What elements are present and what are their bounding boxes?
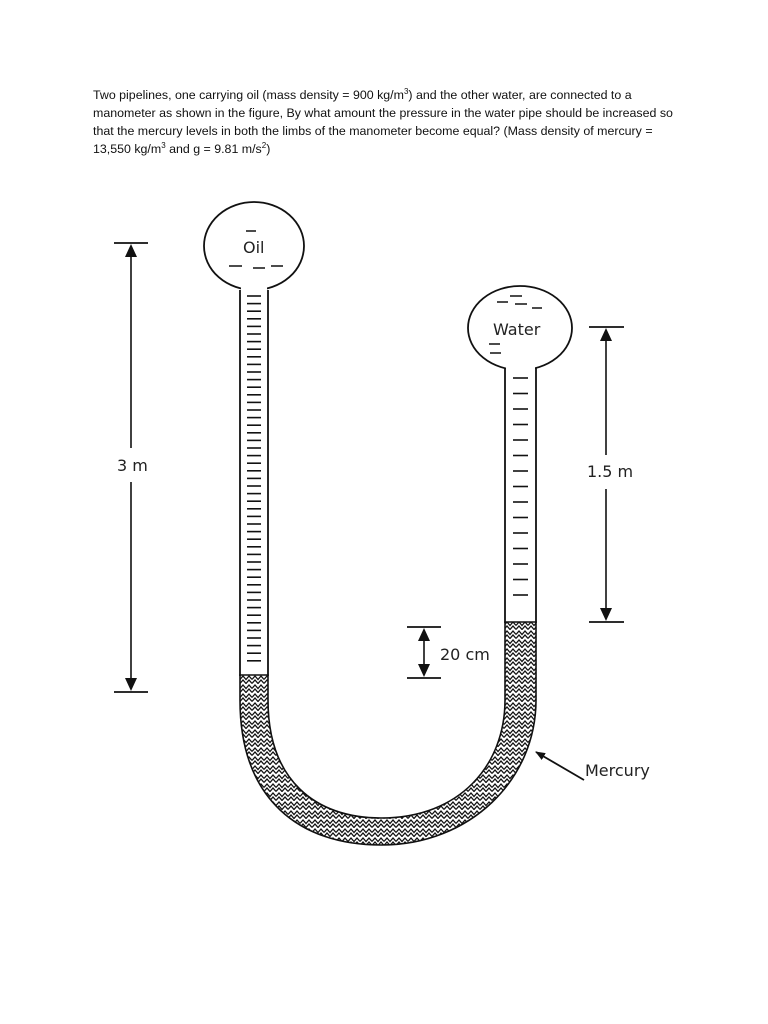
superscript-cubed-1: 3	[403, 86, 409, 96]
oil-label: Oil	[243, 238, 264, 257]
left-oil-ticks	[247, 295, 261, 662]
dimension-3m: 3 m	[114, 242, 148, 693]
dimension-20cm: 20 cm	[407, 626, 490, 679]
dimension-3m-label: 3 m	[117, 456, 148, 475]
superscript-cubed-2: 3	[161, 140, 166, 150]
mercury-pointer: Mercury	[535, 751, 650, 781]
dimension-1-5m-label: 1.5 m	[587, 462, 633, 481]
mercury-label: Mercury	[585, 761, 650, 780]
water-label: Water	[493, 320, 541, 339]
problem-text-part-2: ) and the other water, are connected to …	[93, 88, 673, 156]
right-water-ticks	[513, 377, 528, 596]
problem-text-part-4: )	[266, 142, 271, 156]
dimension-1-5m: 1.5 m	[587, 326, 633, 623]
problem-statement: Two pipelines, one carrying oil (mass de…	[93, 86, 683, 158]
dimension-20cm-label: 20 cm	[440, 645, 490, 664]
superscript-squared: 2	[261, 140, 267, 150]
oil-pipe: Oil	[203, 201, 305, 294]
right-tube	[504, 368, 537, 623]
mercury-column	[239, 621, 537, 846]
left-tube	[239, 290, 269, 676]
water-pipe: Water	[467, 285, 573, 372]
problem-text-part-3: and g = 9.81 m/s	[165, 142, 262, 156]
problem-text-part-1: Two pipelines, one carrying oil (mass de…	[93, 88, 404, 102]
